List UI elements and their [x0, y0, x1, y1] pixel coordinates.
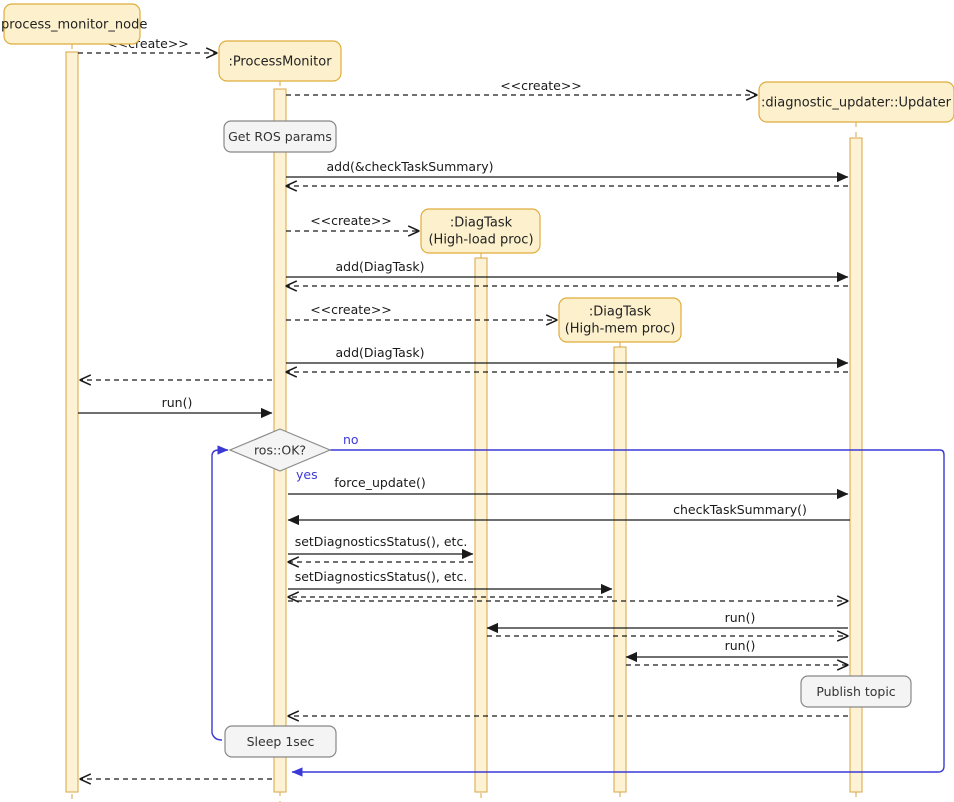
activation-bar-diag1 [474, 257, 488, 793]
activation-bar-diag2 [613, 346, 627, 793]
note-n2: Publish topic [800, 675, 912, 708]
message-label-m2: <<create>> [500, 78, 582, 93]
decision-diamond[interactable] [228, 428, 332, 472]
participants-layer: :process_monitor_node :ProcessMonitor :dia… [0, 3, 954, 343]
participant-label-monitor: :ProcessMonitor [228, 55, 332, 70]
note-label-n3: Sleep 1sec [247, 734, 315, 749]
participant-label-diag1-line2: (High-load proc) [428, 233, 533, 248]
message-label-m9: add(DiagTask) [336, 345, 425, 360]
flow-branch-no [291, 449, 945, 777]
participant-updater[interactable]: :diagnostic_updater::Updater [758, 81, 954, 123]
branch-label-no: no [343, 432, 359, 447]
participant-diag1[interactable]: :DiagTask (High-load proc) [420, 208, 541, 254]
participant-diag2[interactable]: :DiagTask (High-mem proc) [558, 297, 682, 343]
participant-label-diag2-line2: (High-mem proc) [565, 322, 676, 337]
decision-layer: ros::OK?yes no [228, 428, 359, 482]
message-label-m12: run() [162, 395, 193, 410]
message-label-m22: run() [725, 638, 756, 653]
message-label-m13: force_update() [334, 475, 426, 490]
note-box-n3 [224, 725, 337, 758]
participant-node[interactable]: :process_monitor_node [0, 3, 147, 45]
lifelines-layer [71, 44, 857, 802]
participant-box-diag2[interactable] [558, 297, 682, 343]
participant-box-diag1[interactable] [420, 208, 541, 254]
message-label-m15: setDiagnosticsStatus(), etc. [295, 534, 468, 549]
flow-control-layer [211, 445, 945, 777]
messages-layer: <<create>> <<create>> add(&checkTaskSummar… [78, 36, 850, 779]
activations-layer [65, 51, 863, 793]
message-label-m8: <<create>> [310, 302, 392, 317]
participant-box-updater[interactable] [758, 81, 954, 123]
message-label-m14: checkTaskSummary() [673, 502, 807, 517]
participant-monitor[interactable]: :ProcessMonitor [218, 40, 342, 82]
message-label-m17: setDiagnosticsStatus(), etc. [295, 569, 468, 584]
note-n1: Get ROS params [223, 120, 337, 153]
decision-d1[interactable]: ros::OK?yes no [228, 428, 359, 482]
participant-label-updater: :diagnostic_updater::Updater [761, 96, 952, 111]
branch-label-yes: yes [296, 467, 318, 482]
participant-label-diag2-line1: :DiagTask [589, 305, 652, 320]
message-label-m6: add(DiagTask) [336, 259, 425, 274]
participant-box-monitor[interactable] [218, 40, 342, 82]
note-label-n1: Get ROS params [228, 129, 332, 144]
note-box-n2 [800, 675, 912, 708]
message-label-m5: <<create>> [310, 213, 392, 228]
note-n3: Sleep 1sec [224, 725, 337, 758]
decision-label: ros::OK? [254, 443, 306, 458]
participant-label-node: :process_monitor_node [0, 18, 147, 33]
participant-label-diag1-line1: :DiagTask [450, 216, 513, 231]
note-box-n1 [223, 120, 337, 153]
participant-box-node[interactable] [3, 3, 141, 45]
message-label-m3: add(&checkTaskSummary) [326, 159, 493, 174]
flow-loop-return [211, 445, 229, 741]
note-label-n2: Publish topic [816, 684, 895, 699]
activation-bar-updater [849, 137, 863, 793]
message-label-m20: run() [725, 610, 756, 625]
activation-bar-node [65, 51, 79, 793]
